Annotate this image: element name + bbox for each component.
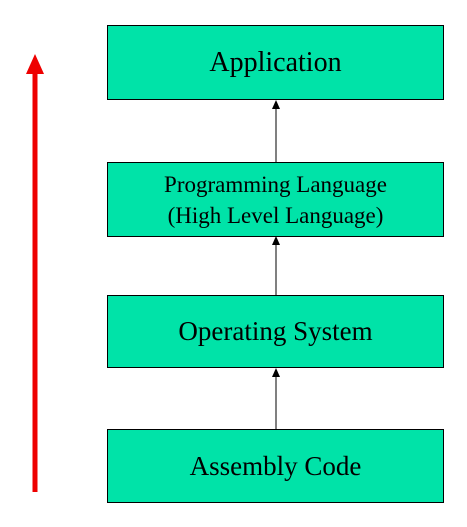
programming-language-box: Programming Language (High Level Languag…: [107, 162, 444, 237]
operating-system-box: Operating System: [107, 295, 444, 368]
operating-system-label: Operating System: [178, 316, 373, 346]
high-level-language-label: (High Level Language): [167, 202, 384, 228]
programming-language-label: Programming Language: [164, 171, 387, 197]
assembly-code-label: Assembly Code: [189, 450, 362, 481]
connector-programming-language-to-application: [272, 100, 280, 162]
application-box: Application: [107, 25, 444, 100]
connector-os-to-programming-language: [272, 236, 280, 295]
application-label: Application: [209, 46, 342, 78]
connector-assembly-to-os: [272, 368, 280, 429]
upward-direction-arrow: [26, 54, 44, 492]
assembly-code-box: Assembly Code: [107, 429, 444, 503]
